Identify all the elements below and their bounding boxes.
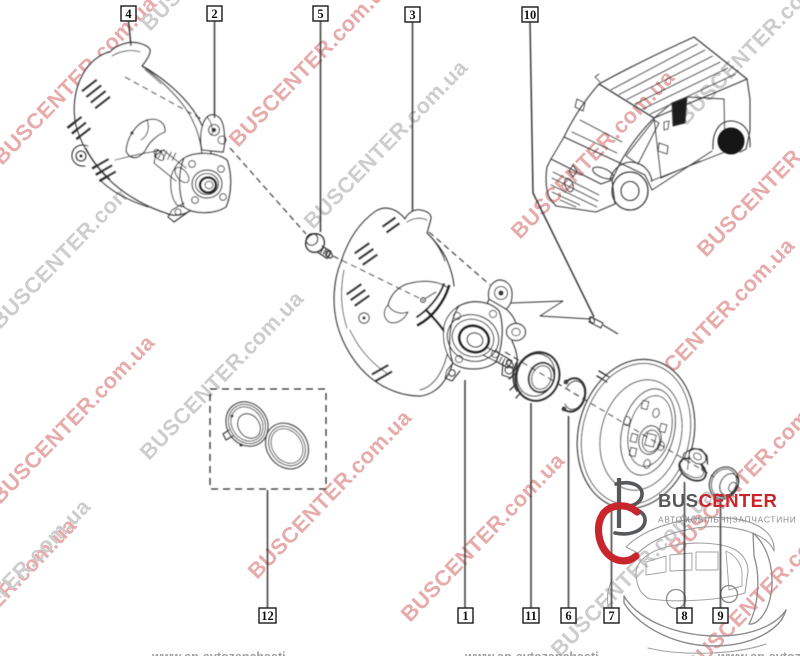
- svg-text:9: 9: [717, 609, 723, 623]
- svg-text:7: 7: [608, 609, 614, 623]
- svg-text:АВТОМОБІЛЬНІ|ЗАПЧАСТИНИ: АВТОМОБІЛЬНІ|ЗАПЧАСТИНИ: [658, 515, 797, 525]
- svg-text:www.ap-avtozapchasti: www.ap-avtozapchasti: [464, 650, 599, 656]
- svg-text:www.ap-avtozapchasti: www.ap-avtozapchasti: [151, 650, 286, 656]
- svg-text:BUSCENTER: BUSCENTER: [658, 490, 777, 511]
- svg-text:6: 6: [565, 609, 571, 623]
- svg-text:12: 12: [261, 609, 274, 623]
- svg-text:2: 2: [211, 7, 217, 21]
- svg-text:www.ap-avtozapchasti: www.ap-avtozapchasti: [717, 650, 800, 656]
- svg-text:5: 5: [317, 7, 323, 21]
- svg-text:1: 1: [462, 609, 468, 623]
- svg-text:10: 10: [524, 8, 537, 22]
- svg-text:3: 3: [409, 8, 415, 22]
- svg-text:8: 8: [681, 609, 687, 623]
- svg-text:11: 11: [525, 609, 537, 623]
- svg-text:4: 4: [125, 7, 132, 21]
